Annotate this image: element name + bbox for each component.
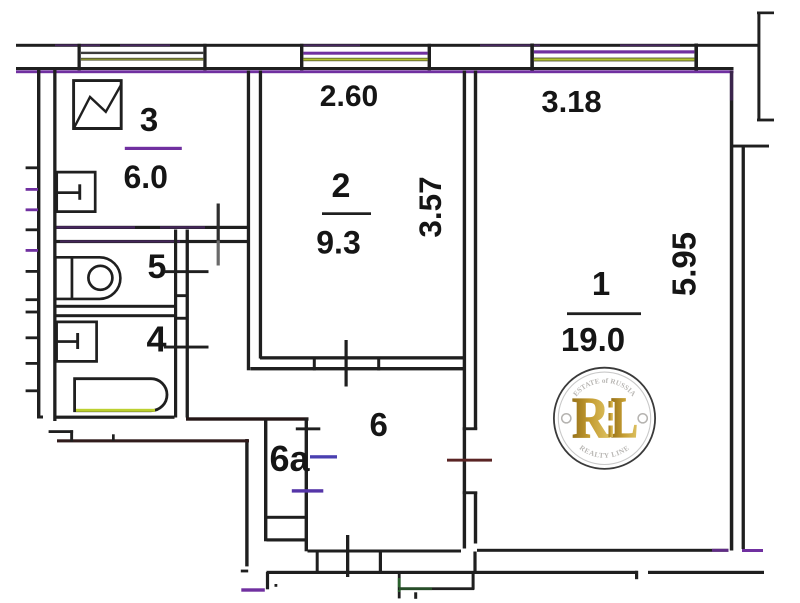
svg-text:5: 5 [148,248,167,286]
svg-text:3.18: 3.18 [541,84,601,119]
svg-text:R: R [572,385,610,450]
svg-text:19.0: 19.0 [561,321,625,358]
svg-text:1: 1 [592,265,610,302]
svg-text:3: 3 [140,101,158,138]
svg-text:5.95: 5.95 [666,232,703,296]
svg-text:6a: 6a [269,438,310,479]
svg-text:4: 4 [146,319,166,360]
svg-text:9.3: 9.3 [316,225,360,261]
svg-text:L: L [611,385,638,450]
svg-text:6: 6 [370,406,388,443]
svg-text:2.60: 2.60 [320,80,378,113]
svg-text:6.0: 6.0 [123,159,167,195]
svg-text:3.57: 3.57 [412,176,448,237]
svg-text:2: 2 [332,167,351,205]
